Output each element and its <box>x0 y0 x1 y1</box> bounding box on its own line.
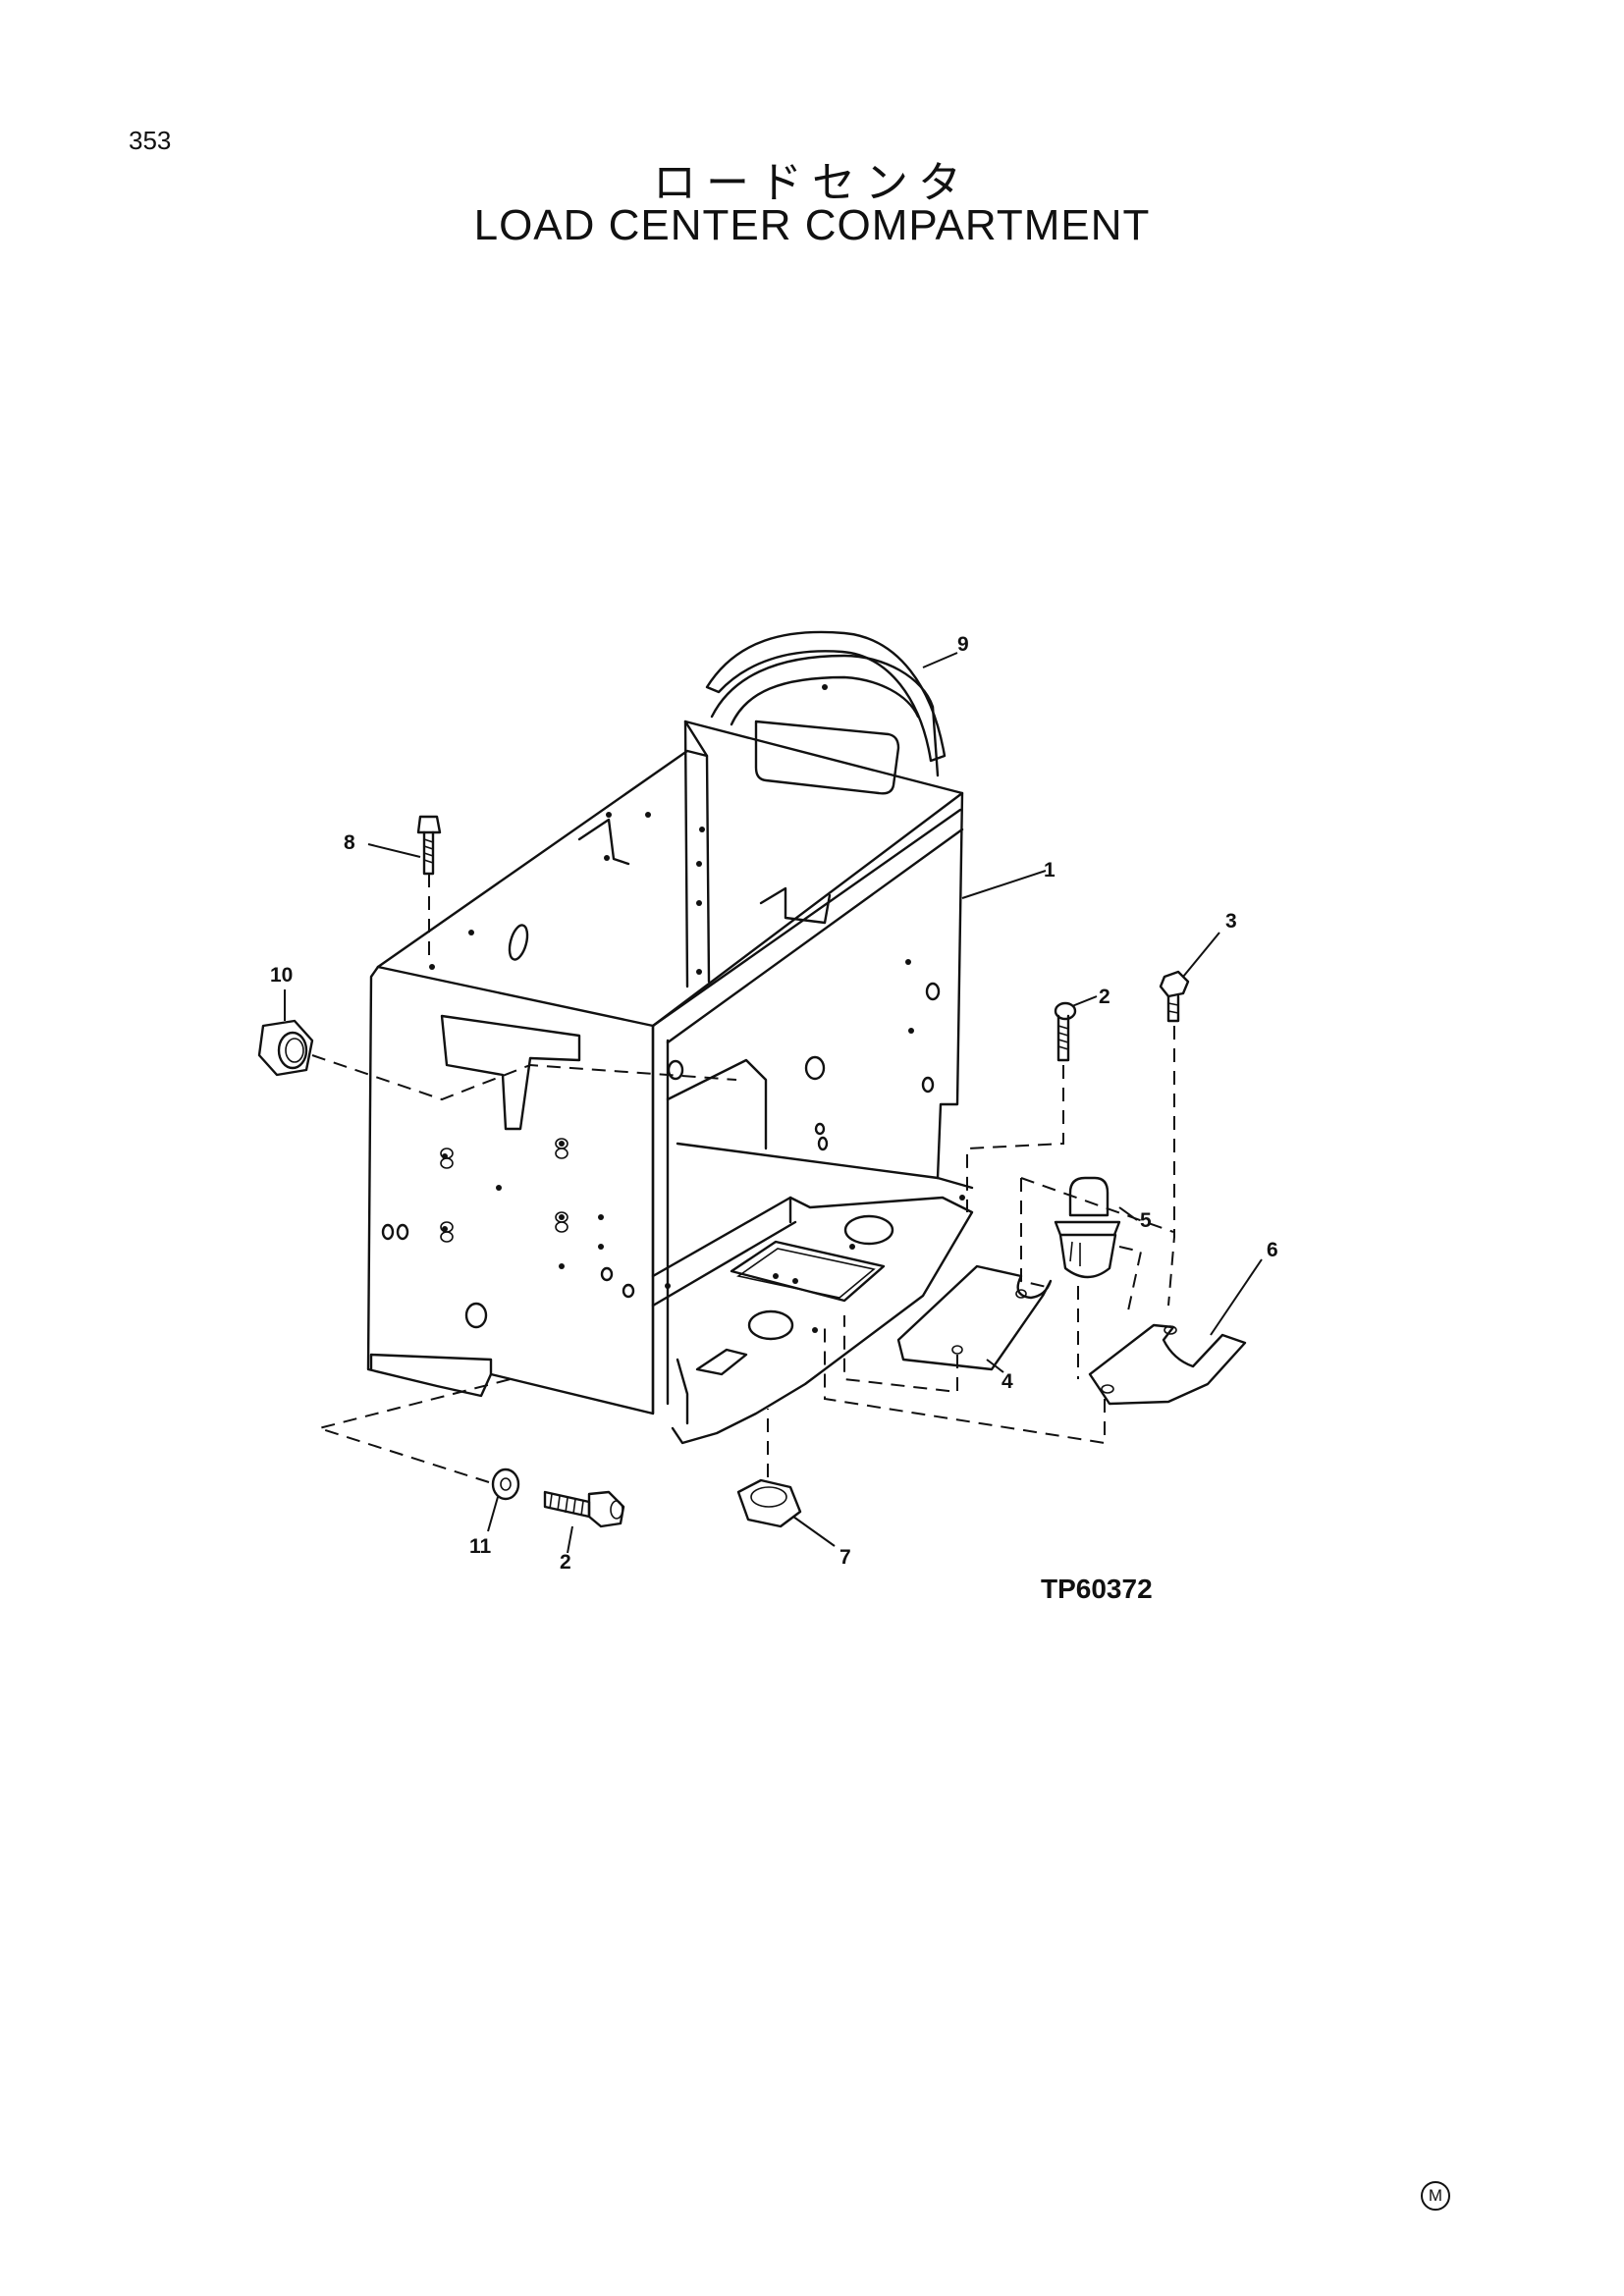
title-japanese: ロードセンタ <box>653 158 971 208</box>
double-holes <box>440 1138 568 1243</box>
part-edge-trim <box>705 630 947 763</box>
callout-3: 3 <box>1225 910 1237 933</box>
callout-7: 7 <box>839 1546 851 1569</box>
callout-6: 6 <box>1267 1239 1278 1261</box>
part-nut-10 <box>257 1019 737 1101</box>
callout-2-lower: 2 <box>560 1551 571 1574</box>
callout-5: 5 <box>1140 1209 1152 1232</box>
part-bolt-2-upper <box>966 1001 1077 1212</box>
callout-10: 10 <box>270 964 293 987</box>
callout-11: 11 <box>469 1535 492 1558</box>
callout-2-upper: 2 <box>1099 986 1110 1008</box>
part-bolt-3 <box>1159 970 1190 1307</box>
part-washer-11 <box>491 1468 520 1501</box>
callout-1: 1 <box>1044 859 1056 881</box>
footer-mark: M <box>1421 2181 1450 2211</box>
part-plate-4 <box>843 1264 1053 1394</box>
title-english: LOAD CENTER COMPARTMENT <box>473 201 1151 249</box>
callout-8: 8 <box>344 831 355 854</box>
callout-labels: 1 2 2 3 4 5 6 7 8 9 10 11 <box>270 633 1278 1574</box>
part-stopper-5 <box>1020 1176 1174 1379</box>
callout-4: 4 <box>1001 1370 1013 1393</box>
page-number: 353 <box>129 126 172 155</box>
part-compartment-frame <box>366 654 974 1445</box>
figure-id: TP60372 <box>1041 1574 1153 1604</box>
part-nut-7 <box>736 1409 802 1528</box>
part-bolt-8 <box>416 815 442 957</box>
leader-lines <box>284 652 1263 1554</box>
callout-9: 9 <box>957 633 969 656</box>
part-bracket-6 <box>824 1320 1247 1445</box>
part-bolt-2-lower <box>315 1378 625 1528</box>
